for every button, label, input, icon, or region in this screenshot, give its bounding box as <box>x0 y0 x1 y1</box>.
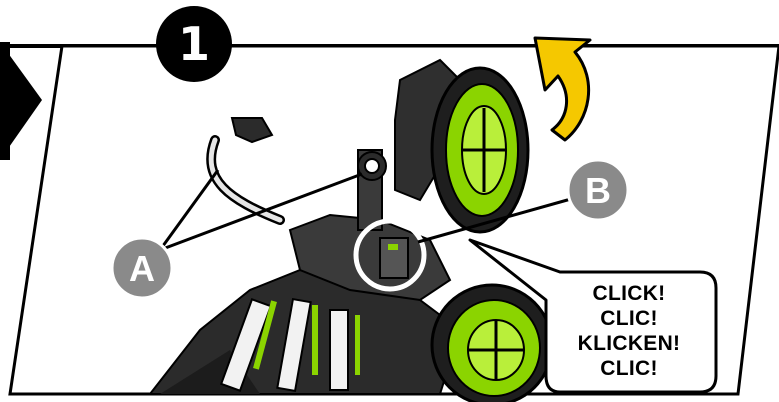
callout-text-box: CLICK! CLIC! KLICKEN! CLIC! <box>548 275 710 387</box>
pointer-bar <box>0 42 10 160</box>
callout-line-4: CLIC! <box>600 356 658 381</box>
callout-line-1: CLICK! <box>593 281 666 306</box>
label-b: B <box>585 170 611 211</box>
green-accent-3 <box>355 315 360 375</box>
frame-tube-3 <box>330 310 348 390</box>
hinge-indicator <box>388 244 398 250</box>
post-knob-center <box>365 159 379 173</box>
callout-line-2: CLIC! <box>600 306 658 331</box>
step-number: 1 <box>178 17 210 71</box>
label-a: A <box>129 248 155 289</box>
callout-line-3: KLICKEN! <box>578 331 681 356</box>
green-accent-2 <box>312 305 318 375</box>
